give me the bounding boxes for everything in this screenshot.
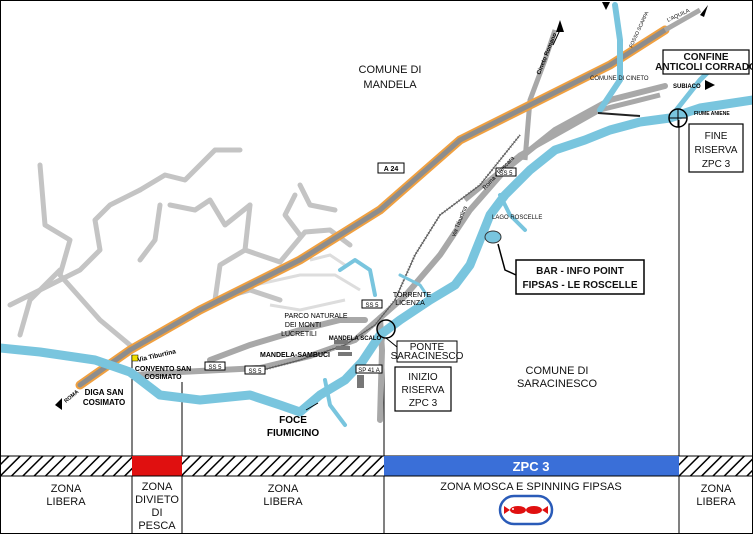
- zone-5-label-1: ZONA: [701, 483, 732, 495]
- parco-label-2: DEI MONTI: [285, 322, 321, 329]
- zone-3-label-1: ZONA: [268, 483, 299, 495]
- svg-text:PONTE: PONTE: [410, 342, 445, 353]
- torrente-label-2: LICENZA: [395, 300, 425, 307]
- parco-label-3: LUCRETILI: [281, 331, 317, 338]
- fine-riserva-box: FINE RISERVA ZPC 3: [688, 123, 744, 173]
- svg-text:A 24: A 24: [384, 166, 399, 173]
- bar-info-box: BAR - INFO POINT FIPSAS - LE ROSCELLE: [515, 259, 645, 295]
- svg-text:SS 5: SS 5: [248, 369, 262, 375]
- svg-text:ANTICOLI CORRADO: ANTICOLI CORRADO: [655, 62, 753, 73]
- zone-1-label-2: LIBERA: [46, 496, 86, 508]
- svg-text:SARACINESCO: SARACINESCO: [391, 351, 464, 362]
- diga-label-1: DIGA SAN: [85, 388, 124, 397]
- zone-2-label-4: PESCA: [138, 520, 176, 532]
- zone-bar-zpc3: [384, 456, 679, 476]
- inizio-riserva-box: INIZIO RISERVA ZPC 3: [394, 366, 452, 412]
- zone-3-label-2: LIBERA: [263, 496, 303, 508]
- subiaco-label: SUBIACO: [673, 84, 701, 90]
- park-roads: [254, 253, 361, 312]
- zone-2-label-3: DI: [152, 507, 163, 519]
- road-badges: A 24 SS 5 SS 5 SS 5 SS 5 SP 41 A: [204, 162, 517, 375]
- zone-2-label-1: ZONA: [142, 481, 173, 493]
- mandela-sambuci-label: MANDELA-SAMBUCI: [260, 352, 330, 359]
- svg-text:ZPC 3: ZPC 3: [409, 398, 438, 409]
- comune-mandela-label-1: COMUNE DI: [359, 64, 422, 76]
- zpc3-bar-label: ZPC 3: [513, 459, 550, 474]
- convento-icon: [131, 354, 139, 362]
- zone-bar-divieto: [132, 456, 182, 476]
- aquila-road: [663, 7, 702, 33]
- svg-text:BAR - INFO POINT: BAR - INFO POINT: [536, 266, 624, 277]
- svg-text:SS 5: SS 5: [365, 303, 379, 309]
- comune-cineto-label: COMUNE DI CINETO: [590, 76, 649, 82]
- cineto-road: [463, 29, 661, 202]
- zone-2-label-2: DIVIETO: [135, 494, 179, 506]
- bar-pointer: [497, 243, 517, 276]
- foce-label-2: FIUMICINO: [267, 428, 319, 439]
- svg-text:RISERVA: RISERVA: [402, 385, 445, 396]
- svg-text:SP 41 A: SP 41 A: [358, 368, 380, 374]
- mandela-scalo-label: MANDELA SCALO: [329, 336, 382, 342]
- zone-5-label-2: LIBERA: [696, 496, 736, 508]
- river-outlet: [597, 112, 641, 117]
- comune-saracinesco-label-1: COMUNE DI: [526, 365, 589, 377]
- comune-mandela-label-2: MANDELA: [363, 79, 417, 91]
- fipsas-logo-icon: [498, 494, 554, 526]
- north-arrow-icon: [55, 2, 715, 410]
- svg-text:CONFINE: CONFINE: [684, 52, 729, 63]
- confine-box: CONFINE ANTICOLI CORRADO: [655, 49, 753, 75]
- railway-line: [254, 134, 521, 373]
- comune-saracinesco-label-2: SARACINESCO: [517, 378, 598, 390]
- svg-text:SS 5: SS 5: [208, 365, 222, 371]
- svg-text:ZPC 3: ZPC 3: [702, 159, 731, 170]
- lago-roscelle-label: LAGO ROSCELLE: [492, 215, 542, 221]
- zone-1-label-1: ZONA: [51, 483, 82, 495]
- svg-text:FINE: FINE: [705, 131, 728, 142]
- a24-highway: [77, 27, 668, 388]
- torrente-label-1: TORRENTE: [393, 292, 432, 299]
- svg-text:FIPSAS - LE ROSCELLE: FIPSAS - LE ROSCELLE: [522, 280, 637, 291]
- diga-label-2: COSIMATO: [83, 398, 125, 407]
- mandela-scalo-buildings: [334, 340, 364, 388]
- foce-label-1: FOCE: [279, 415, 307, 426]
- zone-4-label: ZONA MOSCA E SPINNING FIPSAS: [440, 481, 622, 493]
- svg-text:RISERVA: RISERVA: [695, 145, 738, 156]
- fiume-aniene-label: FIUME ANIENE: [694, 111, 730, 117]
- lago-roscelle-shape: [484, 230, 502, 244]
- svg-text:SS 5: SS 5: [499, 171, 513, 177]
- convento-label-2: COSIMATO: [144, 374, 182, 381]
- convento-label-1: CONVENTO SAN: [135, 366, 191, 373]
- svg-text:INIZIO: INIZIO: [408, 372, 438, 383]
- ponte-box: PONTE SARACINESCO: [391, 340, 464, 363]
- parco-label-1: PARCO NATURALE: [284, 313, 347, 320]
